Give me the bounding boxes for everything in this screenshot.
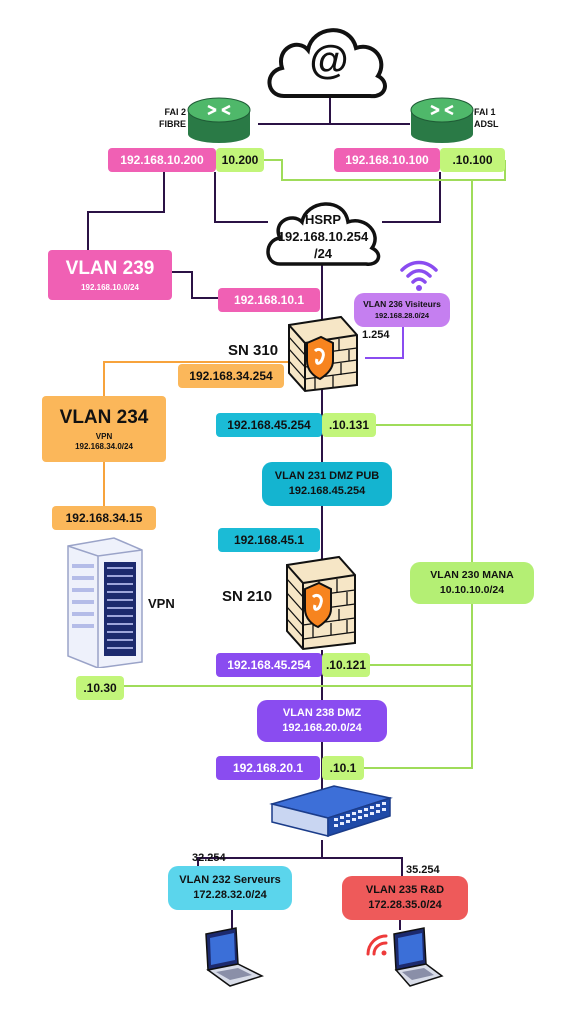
sn310-cyan-badge: 192.168.45.254 xyxy=(216,413,322,437)
vpn-server-label: VPN xyxy=(148,596,175,611)
sn310-green-badge: .10.131 xyxy=(322,413,376,437)
servers-gw-label: 32.254 xyxy=(192,852,226,864)
fai1-ip-badge: 192.168.10.100 xyxy=(334,148,440,172)
fai2-short-badge: 10.200 xyxy=(216,148,264,172)
vlan235-box: VLAN 235 R&D 172.28.35.0/24 xyxy=(342,876,468,920)
sn210-purple-badge: 192.168.45.254 xyxy=(216,653,322,677)
link-green-top xyxy=(264,159,506,181)
link-fai2-vlan239 xyxy=(87,172,165,250)
hsrp-cloud-icon xyxy=(266,202,381,266)
link-vlan239-gw xyxy=(172,271,218,299)
vpn-server-rack-icon xyxy=(67,537,143,668)
link-fai1-hsrp xyxy=(382,172,441,223)
link-sn310-vlan236 xyxy=(365,326,404,359)
link-switch-rd xyxy=(322,857,403,876)
firewall-sn310-icon xyxy=(288,315,358,393)
vlan236-box: VLAN 236 Visiteurs 192.168.28.0/24 xyxy=(354,293,450,327)
network-switch-icon xyxy=(269,785,393,838)
router-fai1-icon xyxy=(410,97,474,143)
internet-at-symbol: @ xyxy=(309,38,349,82)
internet-cloud-icon xyxy=(267,28,387,99)
firewall-sn210-icon xyxy=(286,555,356,651)
link-switch-servers xyxy=(197,840,323,866)
sn310-label: SN 310 xyxy=(228,342,279,359)
vpn-ip-badge: 192.168.34.15 xyxy=(52,506,156,530)
fai2-ip-badge: 192.168.10.200 xyxy=(108,148,216,172)
router-fai2-icon xyxy=(187,97,251,143)
link-green-trunk xyxy=(364,180,473,769)
sn210-cyan-badge: 192.168.45.1 xyxy=(218,528,320,552)
wifi-icon xyxy=(400,260,438,291)
vlan234-box: VLAN 234 VPN 192.168.34.0/24 xyxy=(42,396,166,462)
link-sn310-vlan234 xyxy=(103,361,290,396)
rd-gw-label: 35.254 xyxy=(406,864,440,876)
sn210-green-badge: .10.121 xyxy=(322,653,370,677)
laptop-rd-icon xyxy=(366,927,444,987)
switch-green-badge: .10.1 xyxy=(322,756,364,780)
vlan231-box: VLAN 231 DMZ PUB 192.168.45.254 xyxy=(262,462,392,506)
vlan238-box: VLAN 238 DMZ 192.168.20.0/24 xyxy=(257,700,387,742)
vlan232-box: VLAN 232 Serveurs 172.28.32.0/24 xyxy=(168,866,292,910)
hsrp-label: HSRP 192.168.10.254 /24 xyxy=(277,212,369,261)
sn310-orange-badge: 192.168.34.254 xyxy=(178,364,284,388)
sn210-label: SN 210 xyxy=(222,588,273,605)
link-fai2-hsrp xyxy=(214,172,268,223)
wifi-gw-label: 1.254 xyxy=(362,329,390,341)
vpn-green-badge: .10.30 xyxy=(76,676,124,700)
switch-purple-badge: 192.168.20.1 xyxy=(216,756,320,780)
vlan230-box: VLAN 230 MANA 10.10.10.0/24 xyxy=(410,562,534,604)
fai1-short-badge: .10.100 xyxy=(440,148,505,172)
vlan239-box: VLAN 239 192.168.10.0/24 xyxy=(48,250,172,300)
laptop-servers-icon xyxy=(205,927,264,987)
vlan239-gw-badge: 192.168.10.1 xyxy=(218,288,320,312)
